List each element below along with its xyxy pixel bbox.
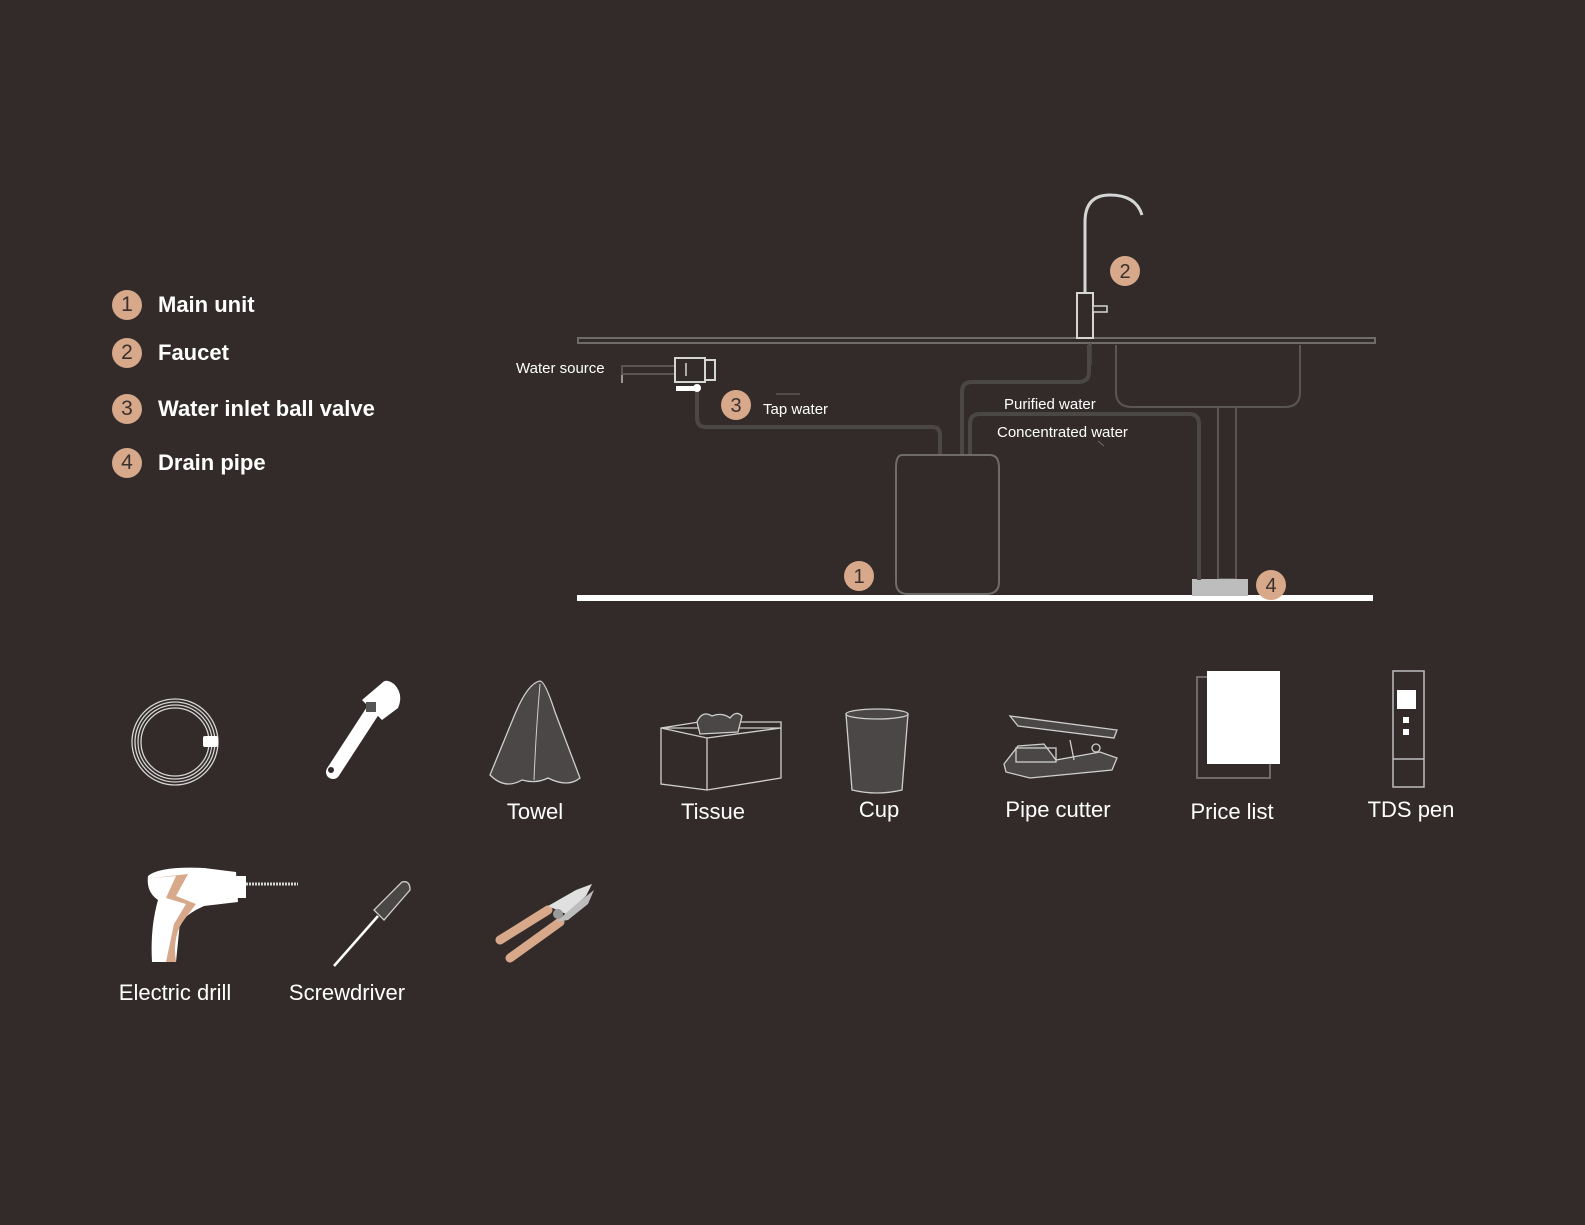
pliers-icon [500, 884, 594, 958]
callout-number: 4 [1265, 575, 1276, 597]
callout-2: 2 [1110, 256, 1140, 286]
purified-water-label: Purified water [1004, 396, 1096, 413]
tissue-label: Tissue [681, 799, 745, 825]
towel-label: Towel [507, 799, 563, 825]
pipe-cutter-label: Pipe cutter [1005, 797, 1110, 823]
tds-pen-label: TDS pen [1368, 797, 1455, 823]
tissue-box-icon [661, 713, 781, 790]
pipe-cutter-icon [1004, 716, 1117, 778]
screwdriver-icon [334, 882, 410, 966]
tds-pen-icon [1393, 671, 1424, 787]
sink-drain-pipe [1218, 407, 1236, 579]
flow-arrow-icon [1098, 441, 1104, 446]
tap-water-label: Tap water [763, 401, 828, 418]
tube-coil-icon [132, 699, 218, 785]
price-list-icon [1197, 671, 1280, 778]
price-list-label: Price list [1190, 799, 1273, 825]
screwdriver-label: Screwdriver [289, 980, 405, 1006]
main-unit [896, 455, 999, 594]
water-source-label: Water source [516, 360, 605, 377]
callout-number: 3 [730, 395, 741, 417]
wrench-icon [328, 681, 400, 773]
callout-3: 3 [721, 390, 751, 420]
countertop [578, 338, 1375, 343]
cup-label: Cup [859, 797, 899, 823]
callout-number: 2 [1119, 261, 1130, 283]
callout-4: 4 [1256, 570, 1286, 600]
callout-number: 1 [853, 566, 864, 588]
drain-base [1192, 579, 1248, 596]
ball-valve-icon [622, 358, 715, 392]
towel-icon [490, 681, 580, 784]
electric-drill-icon [148, 868, 298, 962]
electric-drill-label: Electric drill [119, 980, 231, 1006]
callout-1: 1 [844, 561, 874, 591]
cup-icon [846, 709, 908, 793]
sink-basin [1116, 345, 1300, 407]
floor-line [577, 595, 1373, 601]
concentrated-water-label: Concentrated water [997, 424, 1128, 441]
